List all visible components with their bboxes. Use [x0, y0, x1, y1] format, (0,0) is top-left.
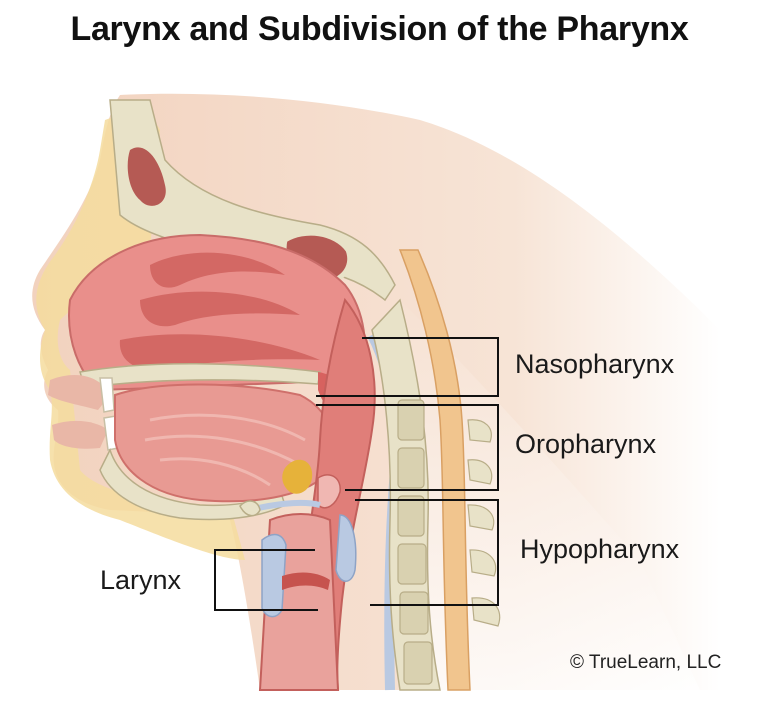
turbinate-middle: [140, 291, 300, 327]
nasopharynx-label: Nasopharynx: [515, 349, 675, 379]
hypopharynx-label: Hypopharynx: [520, 534, 680, 564]
arytenoid-cartilage: [335, 514, 357, 582]
copyright-credit: © TrueLearn, LLC: [570, 652, 722, 673]
hypopharynx-bracket: [355, 499, 499, 606]
frontal-sinus: [127, 147, 166, 206]
thyroid-cartilage: [261, 533, 287, 618]
upper-lip: [48, 375, 110, 410]
lower-lip: [52, 420, 108, 449]
label-brackets: [214, 337, 499, 611]
larynx-label: Larynx: [100, 565, 182, 595]
diagram-title: Larynx and Subdivision of the Pharynx: [70, 10, 689, 48]
oropharynx-bracket: [316, 404, 499, 491]
epiglottis: [317, 474, 341, 509]
larynx-bracket: [214, 549, 318, 611]
vertebral-bodies: [397, 399, 433, 685]
oropharynx-label: Oropharynx: [515, 429, 657, 459]
hyoid-bone: [239, 500, 261, 517]
neck-skin: [400, 300, 700, 690]
spinal-cord: [398, 249, 471, 691]
turbinate-upper: [150, 252, 285, 288]
tongue-muscle-fibers: [144, 413, 306, 487]
turbinate-lower: [119, 334, 320, 371]
nasopharynx-bracket: [316, 337, 499, 397]
hyoid-fat-pad: [282, 459, 313, 494]
vocal-fold: [282, 572, 330, 590]
fat-layer: [36, 113, 245, 560]
